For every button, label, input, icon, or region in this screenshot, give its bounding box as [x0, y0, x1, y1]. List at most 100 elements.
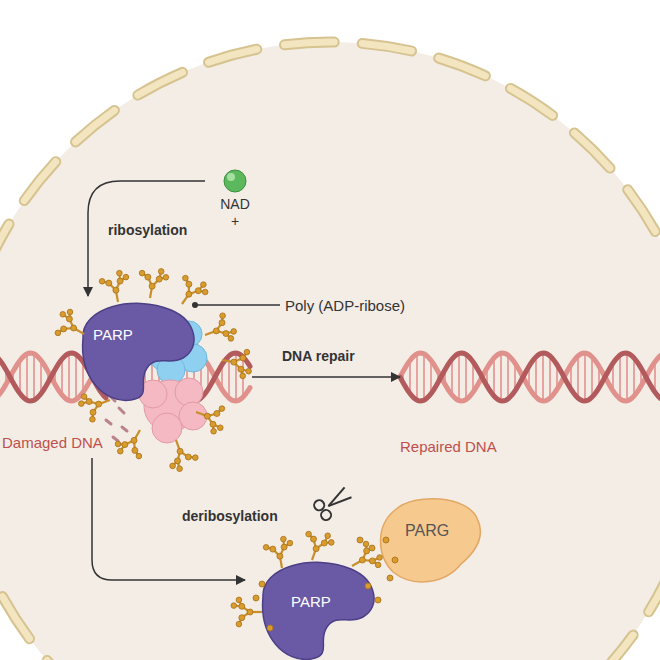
chain-link	[180, 451, 188, 457]
chain-link	[74, 328, 84, 334]
dna-rung	[228, 356, 230, 398]
adp-ribose-unit	[392, 557, 398, 563]
adp-ribose-unit	[281, 536, 287, 542]
chain-link	[134, 430, 140, 440]
dna-rung	[235, 353, 237, 401]
adp-ribose-unit	[175, 458, 181, 464]
adp-ribose-unit	[122, 442, 128, 448]
leader-line	[195, 304, 280, 305]
chain-link	[243, 352, 247, 358]
adp-ribose-unit	[306, 531, 312, 537]
dna-fragment	[113, 437, 118, 441]
adp-ribose-unit	[136, 453, 142, 459]
chain-link	[282, 539, 285, 547]
chain-link	[226, 331, 234, 333]
scissor-handle	[312, 498, 326, 512]
chain-link	[120, 277, 126, 281]
poly-adp-ribose-chain	[222, 349, 251, 378]
chain-link	[159, 271, 161, 279]
chain-link	[93, 404, 99, 412]
adp-ribose-unit	[186, 281, 192, 287]
chain-link	[91, 412, 94, 419]
leader-dot	[192, 302, 198, 308]
dna-fragment	[106, 420, 111, 424]
chain-link	[148, 277, 152, 286]
chain-link	[312, 549, 316, 560]
adp-ribose-unit	[117, 278, 123, 284]
adp-ribose-unit	[240, 355, 246, 361]
dna-rung	[619, 355, 621, 399]
adp-ribose-unit	[219, 406, 225, 412]
chain-link	[324, 541, 331, 544]
chain-link	[109, 283, 116, 290]
adp-ribose-unit	[387, 575, 393, 581]
adp-ribose-unit	[238, 366, 244, 372]
adp-ribose-unit	[244, 349, 250, 355]
adp-ribose-unit	[183, 275, 189, 281]
protein-lobe	[175, 378, 203, 406]
adp-ribose-unit	[369, 558, 375, 564]
adp-ribose-unit	[99, 279, 105, 285]
scissor-blade	[328, 492, 351, 511]
chain-link	[120, 445, 125, 452]
adp-ribose-unit	[132, 447, 138, 453]
connector-arrow	[88, 181, 205, 296]
dna-rung	[451, 359, 453, 395]
chain-link	[212, 424, 215, 431]
node-box: Damaged DNA	[2, 434, 114, 454]
adp-ribose-unit	[365, 583, 371, 589]
chain-link	[68, 312, 71, 319]
dna-rung	[549, 356, 551, 398]
adp-ribose-unit	[219, 320, 225, 326]
dna-rung	[584, 353, 586, 401]
adp-ribose-unit	[118, 448, 124, 454]
adp-ribose-unit	[313, 546, 319, 552]
adp-ribose-unit	[220, 313, 226, 319]
chain-link	[150, 286, 152, 298]
chain-link	[372, 558, 379, 561]
poly-adp-ribose-chains	[55, 269, 398, 631]
chain-link	[362, 559, 372, 562]
node-box: Repaired DNA	[400, 340, 660, 458]
chain-link	[125, 440, 134, 444]
dna-rung	[416, 354, 418, 400]
chain-link	[152, 279, 159, 286]
adp-ribose-unit	[186, 291, 192, 297]
chain-link	[372, 561, 378, 565]
chain-link	[309, 534, 314, 539]
chain-link	[234, 604, 242, 607]
adp-ribose-unit	[321, 540, 327, 546]
chain-link	[216, 323, 222, 331]
chain-link	[178, 451, 181, 461]
node-label: PARG	[405, 522, 455, 539]
parg-enzyme	[381, 499, 481, 582]
adp-ribose-unit	[79, 401, 85, 407]
adp-ribose-unit	[363, 541, 369, 547]
adp-ribose-unit	[106, 280, 112, 286]
poly-adp-ribose-chain	[231, 597, 262, 627]
adp-ribose-unit	[263, 545, 269, 551]
chain-link	[207, 414, 217, 417]
poly-adp-ribose-chain	[139, 269, 168, 298]
adp-ribose-unit	[90, 417, 96, 423]
adp-ribose-unit	[156, 276, 162, 282]
adp-ribose-unit	[231, 603, 237, 609]
dna-rung	[465, 354, 467, 399]
dna-rung	[577, 356, 579, 398]
parp-enzyme	[83, 303, 194, 400]
adp-ribose-unit	[287, 540, 293, 546]
chain-link	[173, 461, 178, 466]
parp-enzyme	[263, 562, 374, 659]
adp-ribose-unit	[67, 309, 73, 315]
adp-ribose-unit	[377, 555, 383, 561]
adp-ribose-unit	[270, 546, 276, 552]
adp-ribose-unit	[201, 282, 207, 288]
scissor-handle	[319, 508, 333, 522]
chain-link	[116, 281, 120, 290]
scissors-symbol	[312, 483, 354, 522]
node-box: PARG	[375, 492, 487, 592]
nad-molecule	[224, 170, 246, 192]
adp-ribose-unit	[96, 401, 102, 407]
chain-link	[221, 316, 224, 323]
